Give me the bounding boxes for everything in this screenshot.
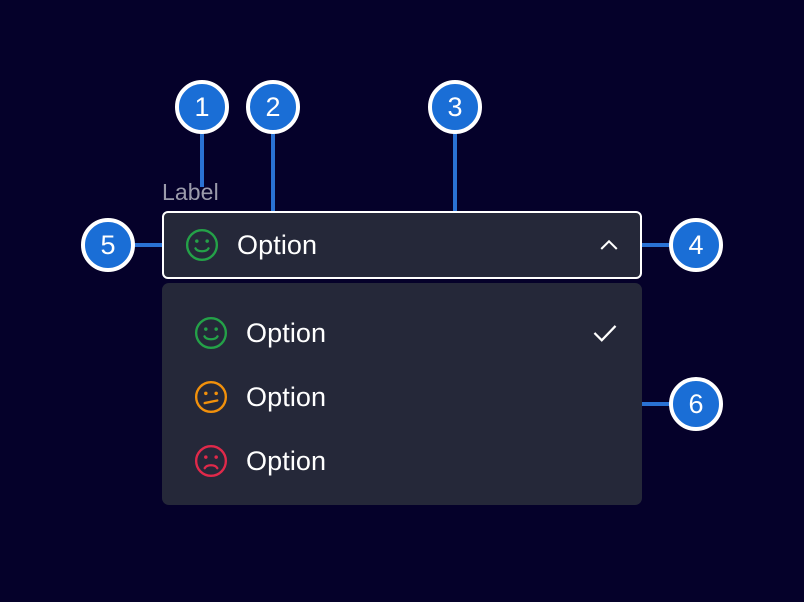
leader-line-4	[640, 243, 680, 247]
callout-badge-1: 1	[175, 80, 229, 134]
callout-badge-4: 4	[669, 218, 723, 272]
callout-badge-2: 2	[246, 80, 300, 134]
field-label: Label	[162, 179, 219, 205]
leader-line-2	[271, 131, 275, 226]
callout-badge-6: 6	[669, 377, 723, 431]
leader-line-5	[128, 243, 168, 247]
face-satisfied-icon	[194, 316, 228, 350]
list-item-label: Option	[246, 446, 327, 476]
list-item[interactable]: Option	[162, 429, 642, 493]
chevron-up-icon[interactable]	[596, 232, 622, 258]
checkmark-icon	[593, 325, 617, 342]
face-satisfied-icon	[185, 228, 219, 262]
callout-badge-5: 5	[81, 218, 135, 272]
leader-line-1	[200, 131, 204, 187]
selected-option-label: Option	[237, 230, 318, 260]
callout-badge-3: 3	[428, 80, 482, 134]
dropdown-list[interactable]: Option Option	[162, 283, 642, 505]
face-neutral-icon	[194, 380, 228, 414]
face-dissatisfied-icon	[194, 444, 228, 478]
select-combobox[interactable]: Option	[162, 211, 642, 279]
list-item[interactable]: Option	[162, 301, 642, 365]
leader-line-3	[453, 131, 457, 242]
list-item-label: Option	[246, 318, 327, 348]
leader-line-6	[638, 402, 680, 406]
list-item-label: Option	[246, 382, 327, 412]
list-item[interactable]: Option	[162, 365, 642, 429]
